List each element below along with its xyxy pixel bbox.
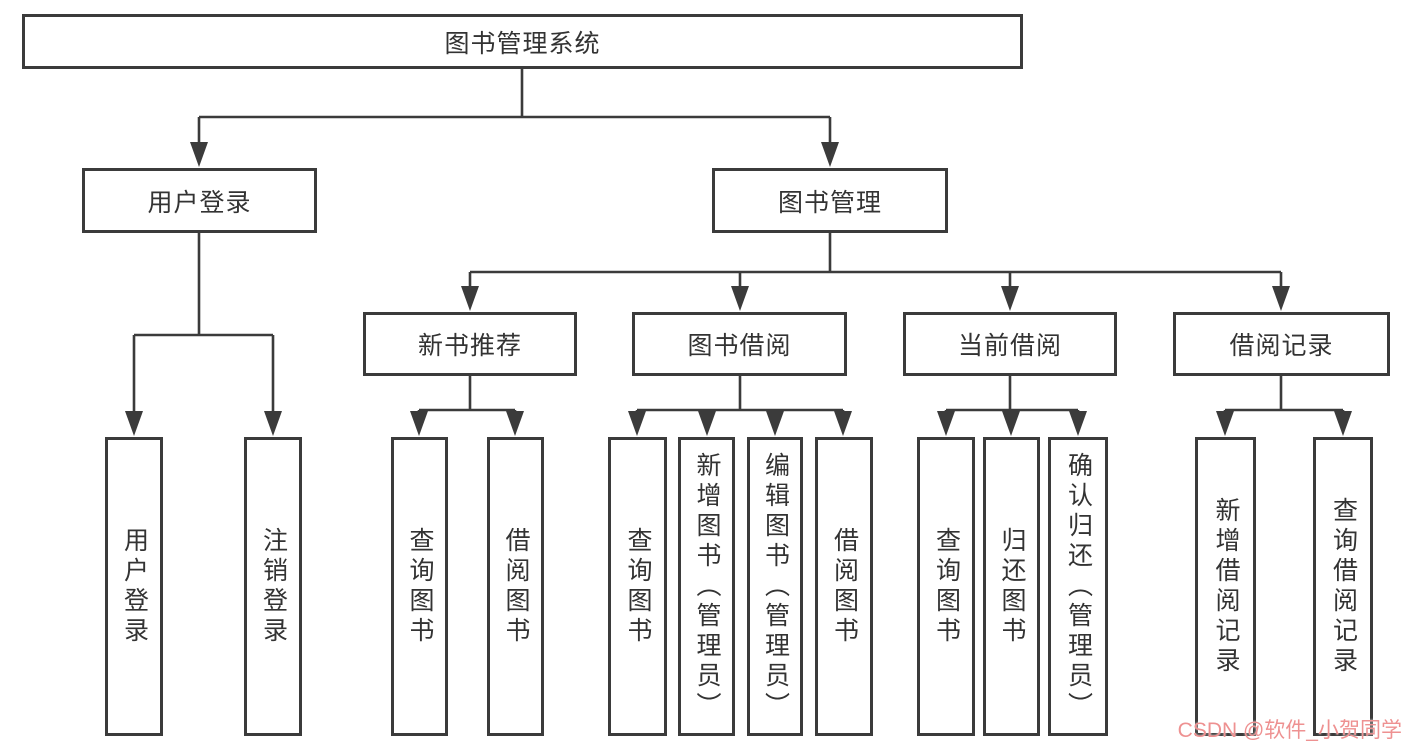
leaf-query-books-borrow: 查询图书 — [608, 437, 667, 736]
node-label: 归还图书 — [998, 526, 1026, 647]
node-label: 图书管理系统 — [444, 29, 601, 58]
arrowhead-icon — [1216, 411, 1234, 436]
node-label: 确认归还（管理员） — [1064, 451, 1093, 722]
leaf-query-borrow-record: 查询借阅记录 — [1313, 437, 1373, 736]
leaf-borrow-books-recommend: 借阅图书 — [487, 437, 544, 736]
arrowhead-icon — [1334, 411, 1352, 436]
watermark: CSDN @软件_小贺同学 — [1177, 719, 1402, 742]
node-book-management: 图书管理 — [712, 168, 948, 233]
arrowhead-icon — [264, 411, 282, 436]
node-label: 查询图书 — [406, 526, 434, 647]
arrowhead-icon — [190, 142, 208, 167]
arrowhead-icon — [461, 286, 479, 311]
node-label: 编辑图书（管理员） — [761, 451, 790, 722]
leaf-query-books-recommend: 查询图书 — [391, 437, 448, 736]
arrowhead-icon — [506, 411, 524, 436]
node-label: 借阅记录 — [1229, 332, 1334, 360]
node-label: 查询图书 — [624, 526, 652, 647]
leaf-query-books-current: 查询图书 — [917, 437, 975, 736]
arrowhead-icon — [628, 411, 646, 436]
leaf-user-login: 用户登录 — [105, 437, 163, 736]
node-new-book-recommendation: 新书推荐 — [363, 312, 577, 376]
node-label: 用户登录 — [147, 188, 252, 217]
node-label: 借阅图书 — [830, 526, 859, 647]
arrowhead-icon — [1272, 286, 1290, 311]
leaf-add-books-admin: 新增图书（管理员） — [678, 437, 735, 736]
leaf-return-books: 归还图书 — [983, 437, 1040, 736]
node-label: 查询借阅记录 — [1329, 496, 1358, 677]
node-label: 图书借阅 — [687, 332, 792, 360]
leaf-add-borrow-record: 新增借阅记录 — [1195, 437, 1256, 736]
leaf-confirm-return-admin: 确认归还（管理员） — [1048, 437, 1108, 736]
node-label: 新增借阅记录 — [1212, 496, 1240, 677]
node-book-borrowing: 图书借阅 — [632, 312, 847, 376]
arrowhead-icon — [698, 411, 716, 436]
node-label: 借阅图书 — [502, 526, 530, 647]
node-library-management-system: 图书管理系统 — [22, 14, 1023, 69]
arrowhead-icon — [937, 411, 955, 436]
node-label: 注销登录 — [259, 526, 288, 647]
node-label: 用户登录 — [120, 526, 149, 647]
node-current-borrowing: 当前借阅 — [903, 312, 1117, 376]
arrowhead-icon — [834, 411, 852, 436]
arrowhead-icon — [821, 142, 839, 167]
arrowhead-icon — [1001, 286, 1019, 311]
node-label: 图书管理 — [777, 188, 882, 217]
arrowhead-icon — [1069, 411, 1087, 436]
node-borrowing-records: 借阅记录 — [1173, 312, 1390, 376]
arrowhead-icon — [125, 411, 143, 436]
arrowhead-icon — [731, 286, 749, 311]
arrowhead-icon — [1002, 411, 1020, 436]
node-label: 新书推荐 — [417, 332, 522, 360]
leaf-borrow-books: 借阅图书 — [815, 437, 873, 736]
leaf-edit-books-admin: 编辑图书（管理员） — [747, 437, 803, 736]
arrowhead-icon — [410, 411, 428, 436]
arrowhead-icon — [766, 411, 784, 436]
leaf-logout: 注销登录 — [244, 437, 302, 736]
node-label: 查询图书 — [932, 526, 961, 647]
node-label: 新增图书（管理员） — [693, 451, 721, 722]
node-user-login: 用户登录 — [82, 168, 317, 233]
node-label: 当前借阅 — [957, 332, 1062, 360]
